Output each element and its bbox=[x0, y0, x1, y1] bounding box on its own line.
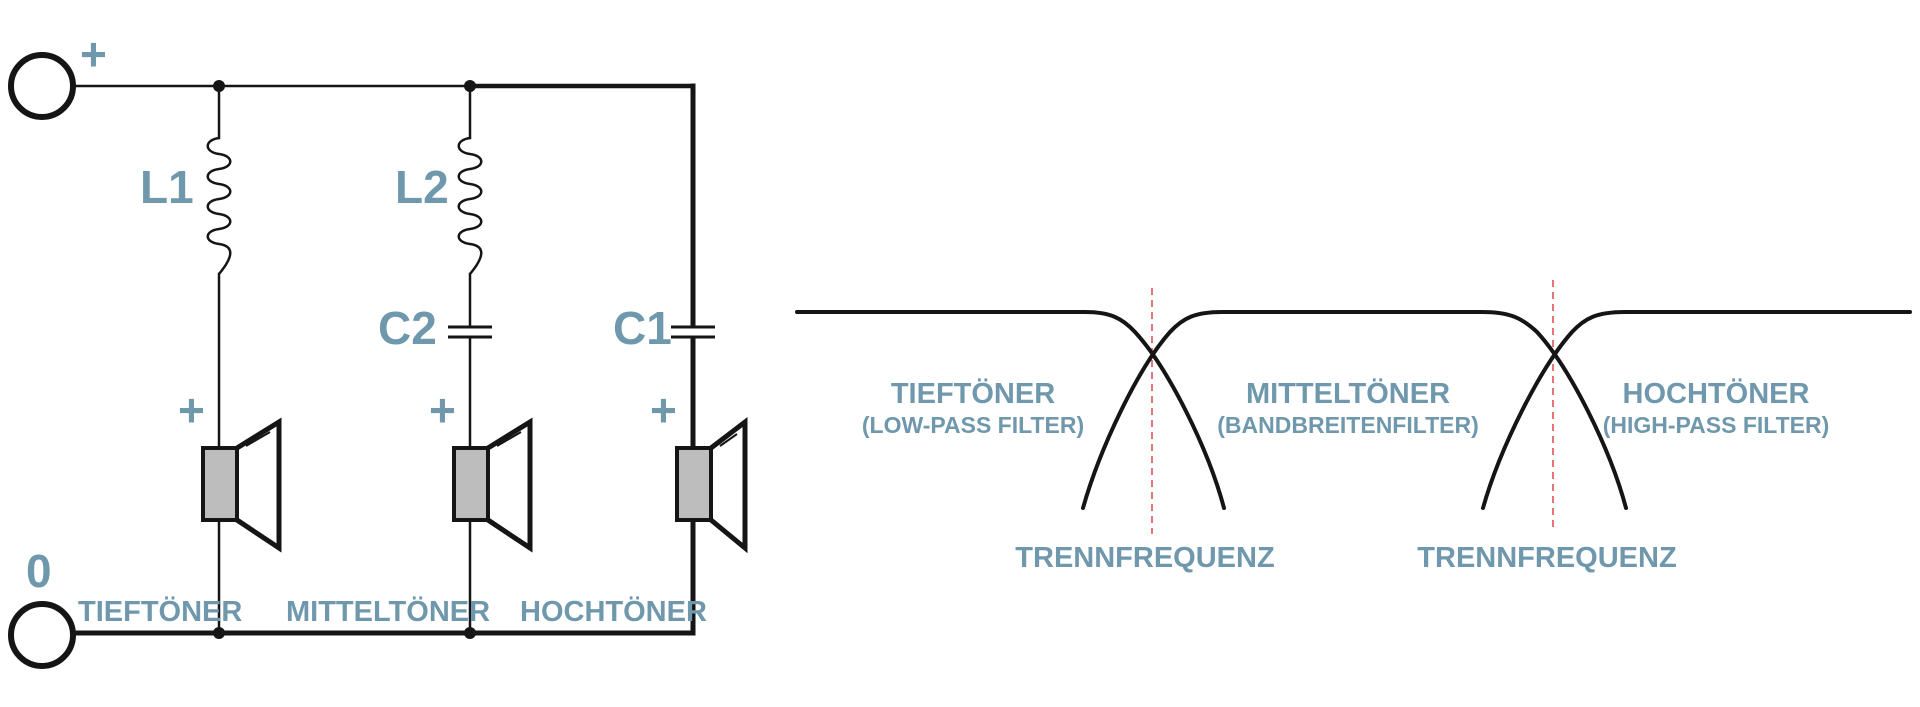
bandpass-curve bbox=[1081, 310, 1628, 510]
label-c1: C1 bbox=[613, 302, 672, 354]
band-midrange-filter: (BANDBREITENFILTER) bbox=[1217, 412, 1479, 438]
frequency-response-graph: TIEFTÖNER (LOW-PASS FILTER) MITTELTÖNER … bbox=[795, 280, 1912, 574]
inductor-l1[interactable] bbox=[206, 136, 232, 275]
label-l2: L2 bbox=[395, 161, 449, 213]
woofer-label: TIEFTÖNER bbox=[78, 595, 242, 628]
woofer-polarity-label: + bbox=[178, 384, 205, 436]
terminal-plus[interactable] bbox=[8, 52, 76, 120]
crossover-label: TRENNFREQUENZ bbox=[1417, 542, 1676, 574]
terminal-zero[interactable] bbox=[8, 601, 76, 669]
terminal-zero-label: 0 bbox=[26, 545, 52, 597]
lowpass-curve bbox=[795, 310, 1226, 510]
band-tweeter-name: HOCHTÖNER bbox=[1623, 377, 1810, 410]
inductor-l2[interactable] bbox=[457, 136, 483, 275]
tweeter-label: HOCHTÖNER bbox=[520, 595, 707, 628]
crossover-label: TRENNFREQUENZ bbox=[1015, 542, 1274, 574]
band-woofer-filter: (LOW-PASS FILTER) bbox=[862, 412, 1084, 438]
terminal-plus-label: + bbox=[80, 28, 107, 80]
midrange-label: MITTELTÖNER bbox=[286, 595, 490, 628]
label-l1: L1 bbox=[140, 161, 194, 213]
label-c2: C2 bbox=[378, 302, 437, 354]
capacitor-c2[interactable] bbox=[448, 325, 492, 339]
band-midrange-name: MITTELTÖNER bbox=[1246, 377, 1450, 410]
tweeter-speaker-icon[interactable] bbox=[675, 416, 748, 554]
woofer-speaker-icon[interactable] bbox=[201, 417, 282, 553]
band-woofer-name: TIEFTÖNER bbox=[891, 377, 1055, 410]
band-tweeter-filter: (HIGH-PASS FILTER) bbox=[1603, 412, 1830, 438]
tweeter-polarity-label: + bbox=[650, 384, 677, 436]
crossover-circuit: + 0 L1 + L2 C2 bbox=[8, 28, 748, 669]
highpass-curve bbox=[1481, 310, 1912, 510]
midrange-speaker-icon[interactable] bbox=[452, 417, 533, 553]
midrange-polarity-label: + bbox=[429, 384, 456, 436]
